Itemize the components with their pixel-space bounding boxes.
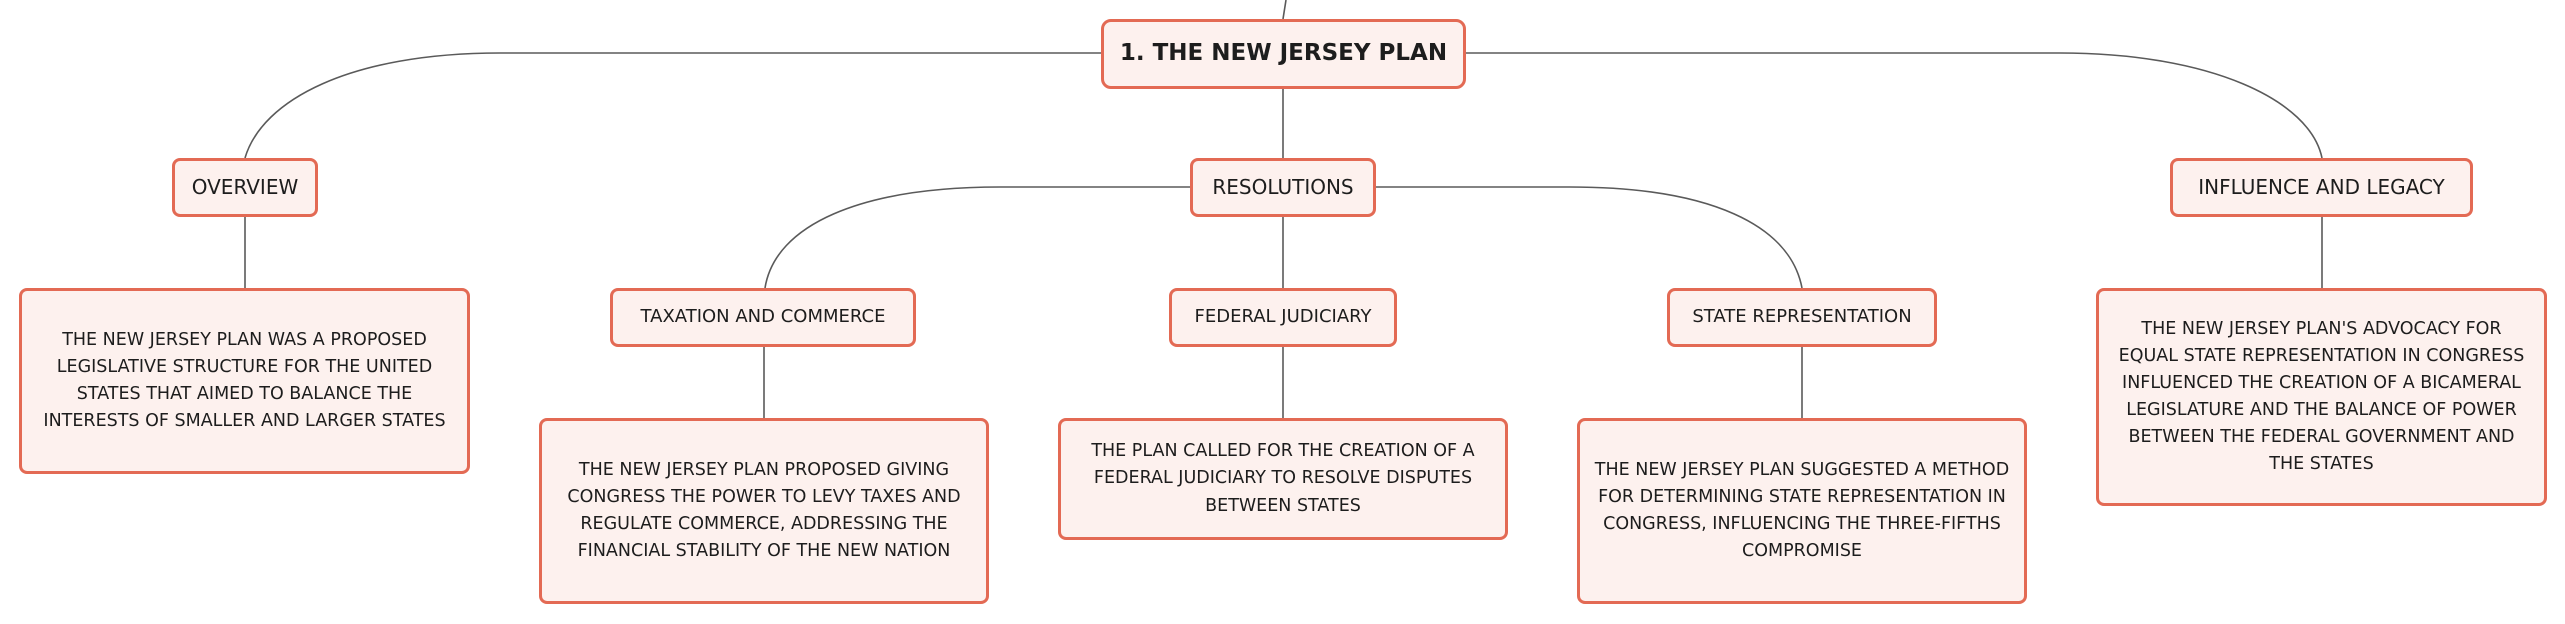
representation-detail-node[interactable]: THE NEW JERSEY PLAN SUGGESTED A METHOD F… xyxy=(1577,418,2027,604)
judiciary-node[interactable]: FEDERAL JUDICIARY xyxy=(1169,288,1397,347)
root-label: 1. THE NEW JERSEY PLAN xyxy=(1119,40,1448,67)
connector-root-overview xyxy=(244,52,1101,159)
taxation-label: TAXATION AND COMMERCE xyxy=(640,306,886,328)
root-node[interactable]: 1. THE NEW JERSEY PLAN xyxy=(1101,19,1466,89)
taxation-node[interactable]: TAXATION AND COMMERCE xyxy=(610,288,916,347)
overview-detail-node[interactable]: THE NEW JERSEY PLAN WAS A PROPOSED LEGIS… xyxy=(19,288,470,474)
overview-label: OVERVIEW xyxy=(191,175,299,199)
connector-resolutions-representation xyxy=(1376,186,1803,289)
connector-root-influence xyxy=(1466,52,2323,159)
judiciary-detail-node[interactable]: THE PLAN CALLED FOR THE CREATION OF A FE… xyxy=(1058,418,1508,540)
taxation-detail-node[interactable]: THE NEW JERSEY PLAN PROPOSED GIVING CONG… xyxy=(539,418,989,604)
resolutions-label: RESOLUTIONS xyxy=(1212,175,1354,199)
influence-detail-text: THE NEW JERSEY PLAN'S ADVOCACY FOR EQUAL… xyxy=(2118,318,2525,475)
taxation-detail-text: THE NEW JERSEY PLAN PROPOSED GIVING CONG… xyxy=(567,459,961,562)
overview-detail-text: THE NEW JERSEY PLAN WAS A PROPOSED LEGIS… xyxy=(43,329,446,432)
representation-detail-text: THE NEW JERSEY PLAN SUGGESTED A METHOD F… xyxy=(1594,459,2010,562)
influence-detail-node[interactable]: THE NEW JERSEY PLAN'S ADVOCACY FOR EQUAL… xyxy=(2096,288,2547,506)
influence-node[interactable]: INFLUENCE AND LEGACY xyxy=(2170,158,2473,217)
judiciary-detail-text: THE PLAN CALLED FOR THE CREATION OF A FE… xyxy=(1091,441,1475,516)
connector-root-parent xyxy=(1282,0,1287,20)
representation-node[interactable]: STATE REPRESENTATION xyxy=(1667,288,1937,347)
representation-label: STATE REPRESENTATION xyxy=(1692,306,1912,328)
judiciary-label: FEDERAL JUDICIARY xyxy=(1194,306,1372,328)
resolutions-node[interactable]: RESOLUTIONS xyxy=(1190,158,1376,217)
connector-resolutions-taxation xyxy=(764,186,1190,289)
influence-label: INFLUENCE AND LEGACY xyxy=(2198,175,2445,199)
overview-node[interactable]: OVERVIEW xyxy=(172,158,318,217)
